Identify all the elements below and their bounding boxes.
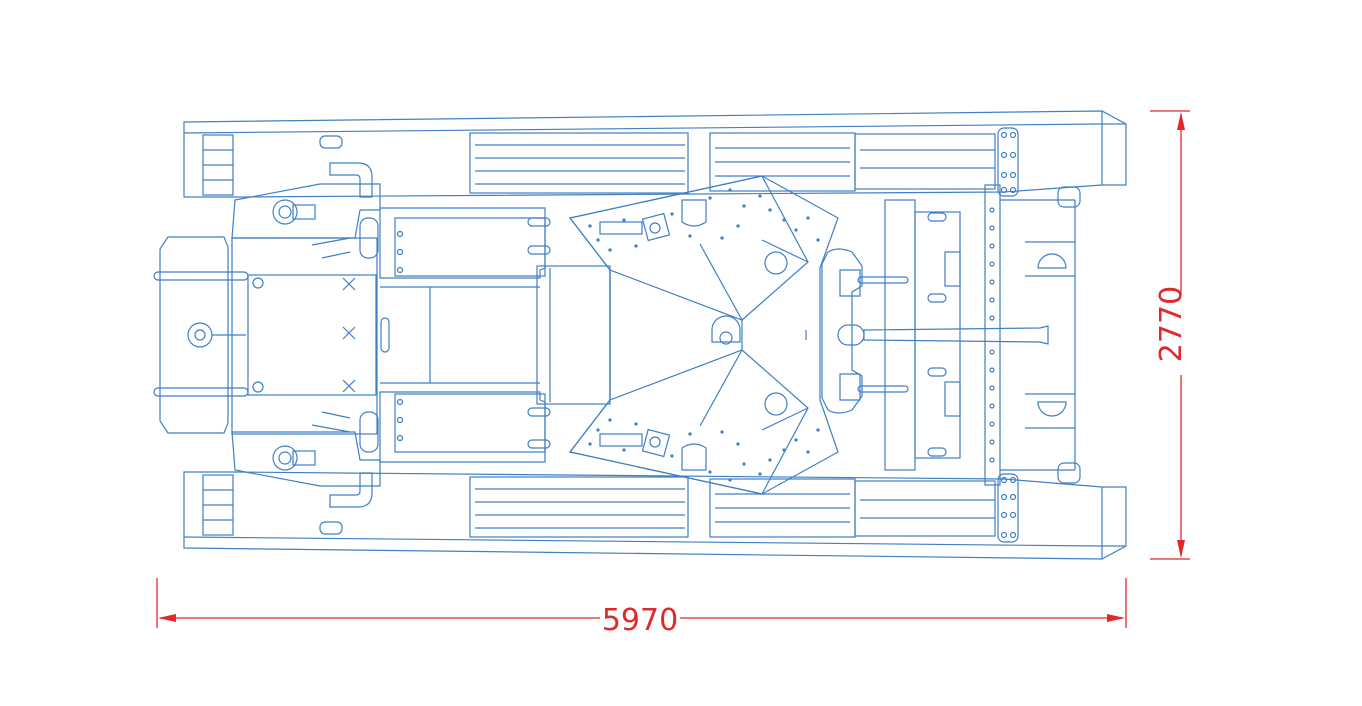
dimension-length: 5970 xyxy=(156,578,1127,638)
front-hull xyxy=(821,184,1081,486)
rear-hull xyxy=(231,183,390,487)
track-top xyxy=(183,110,1127,198)
main-gun-barrel xyxy=(837,324,1049,346)
engine-deck xyxy=(379,207,611,463)
dimension-width-label: 2770 xyxy=(1154,286,1189,362)
dimension-length-label: 5970 xyxy=(602,603,678,638)
rear-exhaust xyxy=(153,236,249,434)
turret-rivets xyxy=(588,188,820,482)
tank-hull-drawing xyxy=(153,110,1127,560)
front-plate-rivets xyxy=(989,207,995,463)
track-bottom xyxy=(183,471,1127,560)
turret xyxy=(568,175,839,495)
dimension-width: 2770 xyxy=(1150,110,1190,560)
